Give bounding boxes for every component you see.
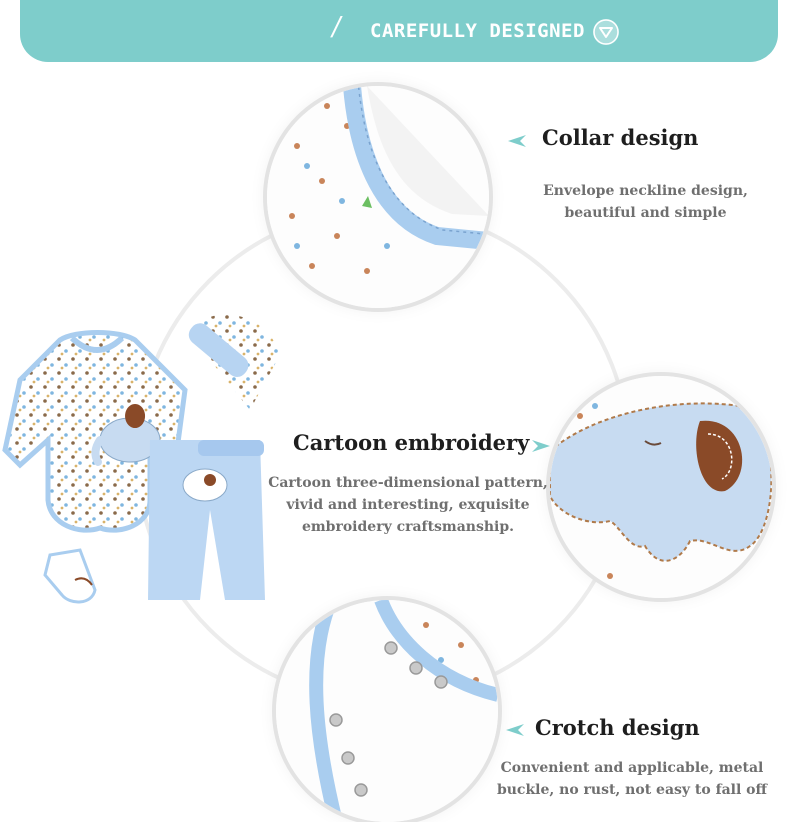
embroidery-detail-image [550,376,772,598]
desc-line: embroidery craftsmanship. [301,519,515,535]
desc-line: vivid and interesting, exquisite [286,497,530,513]
desc-line: buckle, no rust, not easy to fall off [496,782,768,798]
pointer-triangle-icon [506,724,524,736]
feature-title-embroidery: Cartoon embroidery [293,430,530,455]
pointer-triangle-icon [508,135,526,147]
feature-desc-collar: Envelope neckline design, beautiful and … [523,180,768,224]
feature-title-crotch: Crotch design [535,715,700,740]
banner-title: CAREFULLY DESIGNED [370,20,585,42]
feature-desc-embroidery: Cartoon three-dimensional pattern, vivid… [265,472,551,538]
feature-title-collar: Collar design [542,125,699,150]
pointer-triangle-icon [532,440,550,452]
collar-detail-image [267,86,489,308]
desc-line: Cartoon three-dimensional pattern, [268,475,548,491]
header-banner: / CAREFULLY DESIGNED [20,0,778,62]
chevron-down-icon [593,19,619,45]
crotch-detail-image [276,600,498,822]
desc-line: beautiful and simple [564,205,727,221]
desc-line: Envelope neckline design, [543,183,748,199]
feature-desc-crotch: Convenient and applicable, metal buckle,… [478,757,786,801]
baby-outfit-illustration [2,314,280,604]
desc-line: Convenient and applicable, metal [500,760,764,776]
